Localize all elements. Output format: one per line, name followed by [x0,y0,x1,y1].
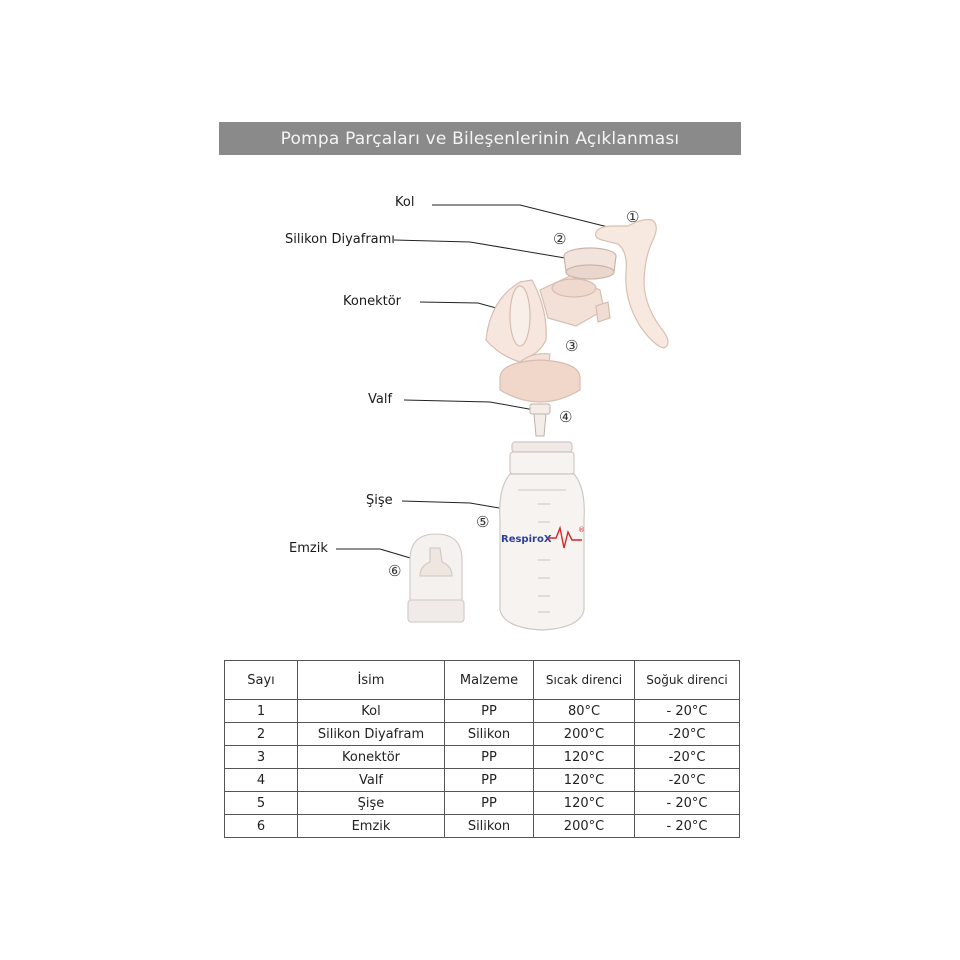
cell-soguk: - 20°C [634,814,740,838]
header-soguk-direnci: Soğuk direnci [634,660,740,700]
cell-sicak: 200°C [533,814,635,838]
leader-line-diyafram [393,239,566,259]
brand-logo: RespiroX ® [501,525,585,549]
diaphragm-part [563,247,617,280]
handle-part [595,219,669,349]
table-header-row: Sayı İsim Malzeme Sıcak direnci Soğuk di… [224,660,740,700]
label-kol: Kol [395,195,415,210]
table-row: 1 Kol PP 80°C - 20°C [224,699,740,723]
cell-soguk: - 20°C [634,791,740,815]
header-isim: İsim [297,660,445,700]
brand-name: RespiroX [501,534,552,545]
label-sise: Şişe [366,493,393,508]
marker-5: ⑤ [476,513,489,531]
leader-line-kol [432,204,613,229]
table-row: 4 Valf PP 120°C -20°C [224,768,740,792]
leader-line-valf [403,399,541,412]
table-row: 3 Konektör PP 120°C -20°C [224,745,740,769]
cell-malzeme: PP [444,699,534,723]
table-row: 5 Şişe PP 120°C - 20°C [224,791,740,815]
breast-pump-diagram: RespiroX ® ① ② ③ ④ ⑤ ⑥ [336,204,669,631]
marker-4: ④ [559,408,572,426]
heartbeat-icon [548,525,582,549]
cell-sayi: 2 [224,722,298,746]
cell-malzeme: PP [444,768,534,792]
cell-malzeme: Silikon [444,814,534,838]
cell-soguk: -20°C [634,745,740,769]
label-diyafram: Silikon Diyaframı [285,232,395,247]
marker-6: ⑥ [388,562,401,580]
marker-3: ③ [565,337,578,355]
cell-sicak: 120°C [533,745,635,769]
cell-soguk: -20°C [634,768,740,792]
cell-isim: Silikon Diyafram [297,722,445,746]
nipple-part [407,533,465,623]
cell-soguk: - 20°C [634,699,740,723]
cell-sicak: 120°C [533,791,635,815]
header-sicak-direnci: Sıcak direnci [533,660,635,700]
cell-isim: Emzik [297,814,445,838]
cell-soguk: -20°C [634,722,740,746]
cell-sicak: 200°C [533,722,635,746]
parts-spec-table: Sayı İsim Malzeme Sıcak direnci Soğuk di… [224,660,740,838]
bottle-part [499,441,585,631]
registered-mark: ® [578,526,585,534]
table-row: 6 Emzik Silikon 200°C - 20°C [224,814,740,838]
cell-isim: Şişe [297,791,445,815]
connector-part [485,275,611,403]
diagram-title: Pompa Parçaları ve Bileşenlerinin Açıkla… [219,122,741,155]
cell-sicak: 120°C [533,768,635,792]
cell-isim: Valf [297,768,445,792]
cell-sayi: 6 [224,814,298,838]
marker-2: ② [553,230,566,248]
marker-1: ① [626,208,639,226]
cell-malzeme: PP [444,791,534,815]
cell-sayi: 3 [224,745,298,769]
label-valf: Valf [368,392,393,407]
cell-isim: Konektör [297,745,445,769]
cell-isim: Kol [297,699,445,723]
header-malzeme: Malzeme [444,660,534,700]
cell-sayi: 5 [224,791,298,815]
leader-lines [336,204,613,566]
cell-sicak: 80°C [533,699,635,723]
label-konektor: Konektör [343,294,401,309]
table-row: 2 Silikon Diyafram Silikon 200°C -20°C [224,722,740,746]
cell-malzeme: Silikon [444,722,534,746]
label-emzik: Emzik [289,541,328,556]
cell-sayi: 4 [224,768,298,792]
valve-part [529,403,551,437]
header-sayi: Sayı [224,660,298,700]
number-markers: ① ② ③ ④ ⑤ ⑥ [388,208,639,580]
cell-malzeme: PP [444,745,534,769]
cell-sayi: 1 [224,699,298,723]
